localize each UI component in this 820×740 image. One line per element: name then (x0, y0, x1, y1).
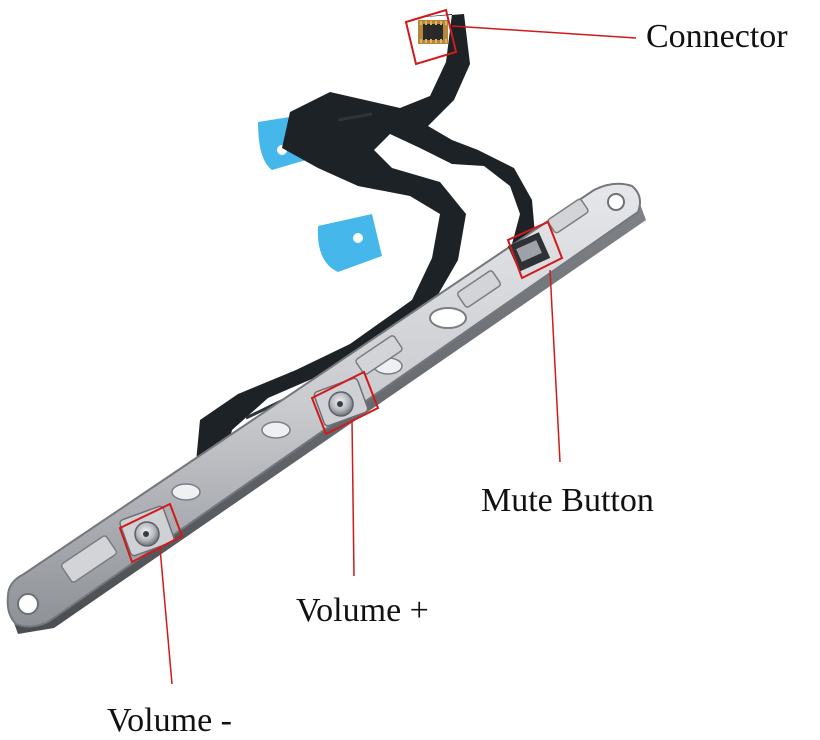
mute-button-label: Mute Button (481, 482, 654, 519)
volume-down-switch (119, 505, 175, 557)
connector-chip (418, 20, 448, 44)
callout-volume-up (310, 370, 380, 577)
connector-label: Connector (646, 18, 788, 55)
volume-up-label: Volume + (296, 592, 429, 629)
adhesive-pad-lower (317, 214, 382, 272)
flex-cable (196, 14, 536, 470)
callout-volume-down (118, 502, 184, 685)
mute-switch (507, 232, 551, 272)
callout-connector (404, 8, 637, 66)
volume-down-label: Volume - (107, 702, 232, 739)
callout-mute (506, 220, 564, 463)
